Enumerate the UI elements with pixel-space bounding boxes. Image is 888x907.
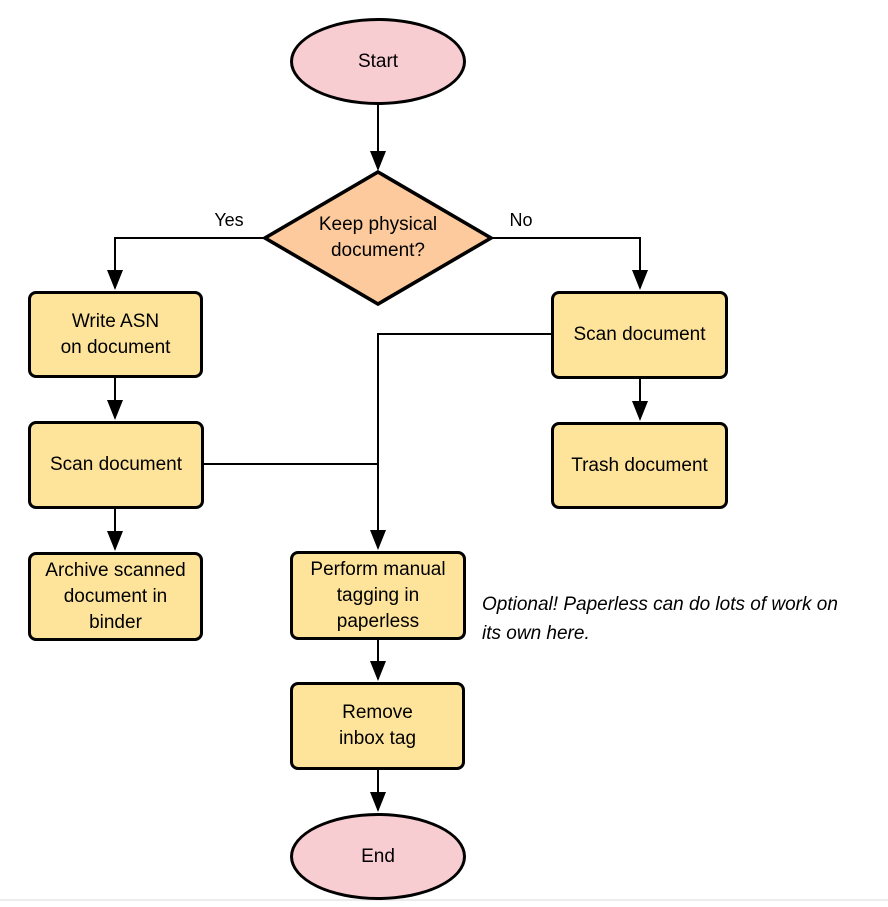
node-write-asn-on-document: Write ASN on document (28, 291, 203, 378)
node-archive-scanned-document: Archive scanned document in binder (28, 552, 203, 641)
edge-decision-yes-to-write-asn (107, 237, 266, 290)
node-end: End (290, 813, 466, 900)
edge-label-yes: Yes (214, 210, 244, 230)
node-scan-document-right: Scan document (551, 291, 728, 379)
annotation-optional-note: Optional! Paperless can do lots of work … (482, 594, 838, 644)
edge-decision-no-to-scan-right (490, 237, 648, 290)
node-start: Start (290, 18, 466, 105)
node-scan-document-left: Scan document (28, 421, 204, 509)
page-bottom-edge (0, 899, 888, 901)
edge-label-no: No (509, 210, 533, 230)
node-remove-inbox-tag: Remove inbox tag (290, 682, 465, 770)
node-perform-manual-tagging: Perform manual tagging in paperless (290, 551, 466, 640)
edge-scan-right-to-tagging (370, 333, 551, 550)
node-trash-document: Trash document (551, 422, 728, 509)
node-decision-keep-physical-label: Keep physical document? (318, 214, 438, 261)
